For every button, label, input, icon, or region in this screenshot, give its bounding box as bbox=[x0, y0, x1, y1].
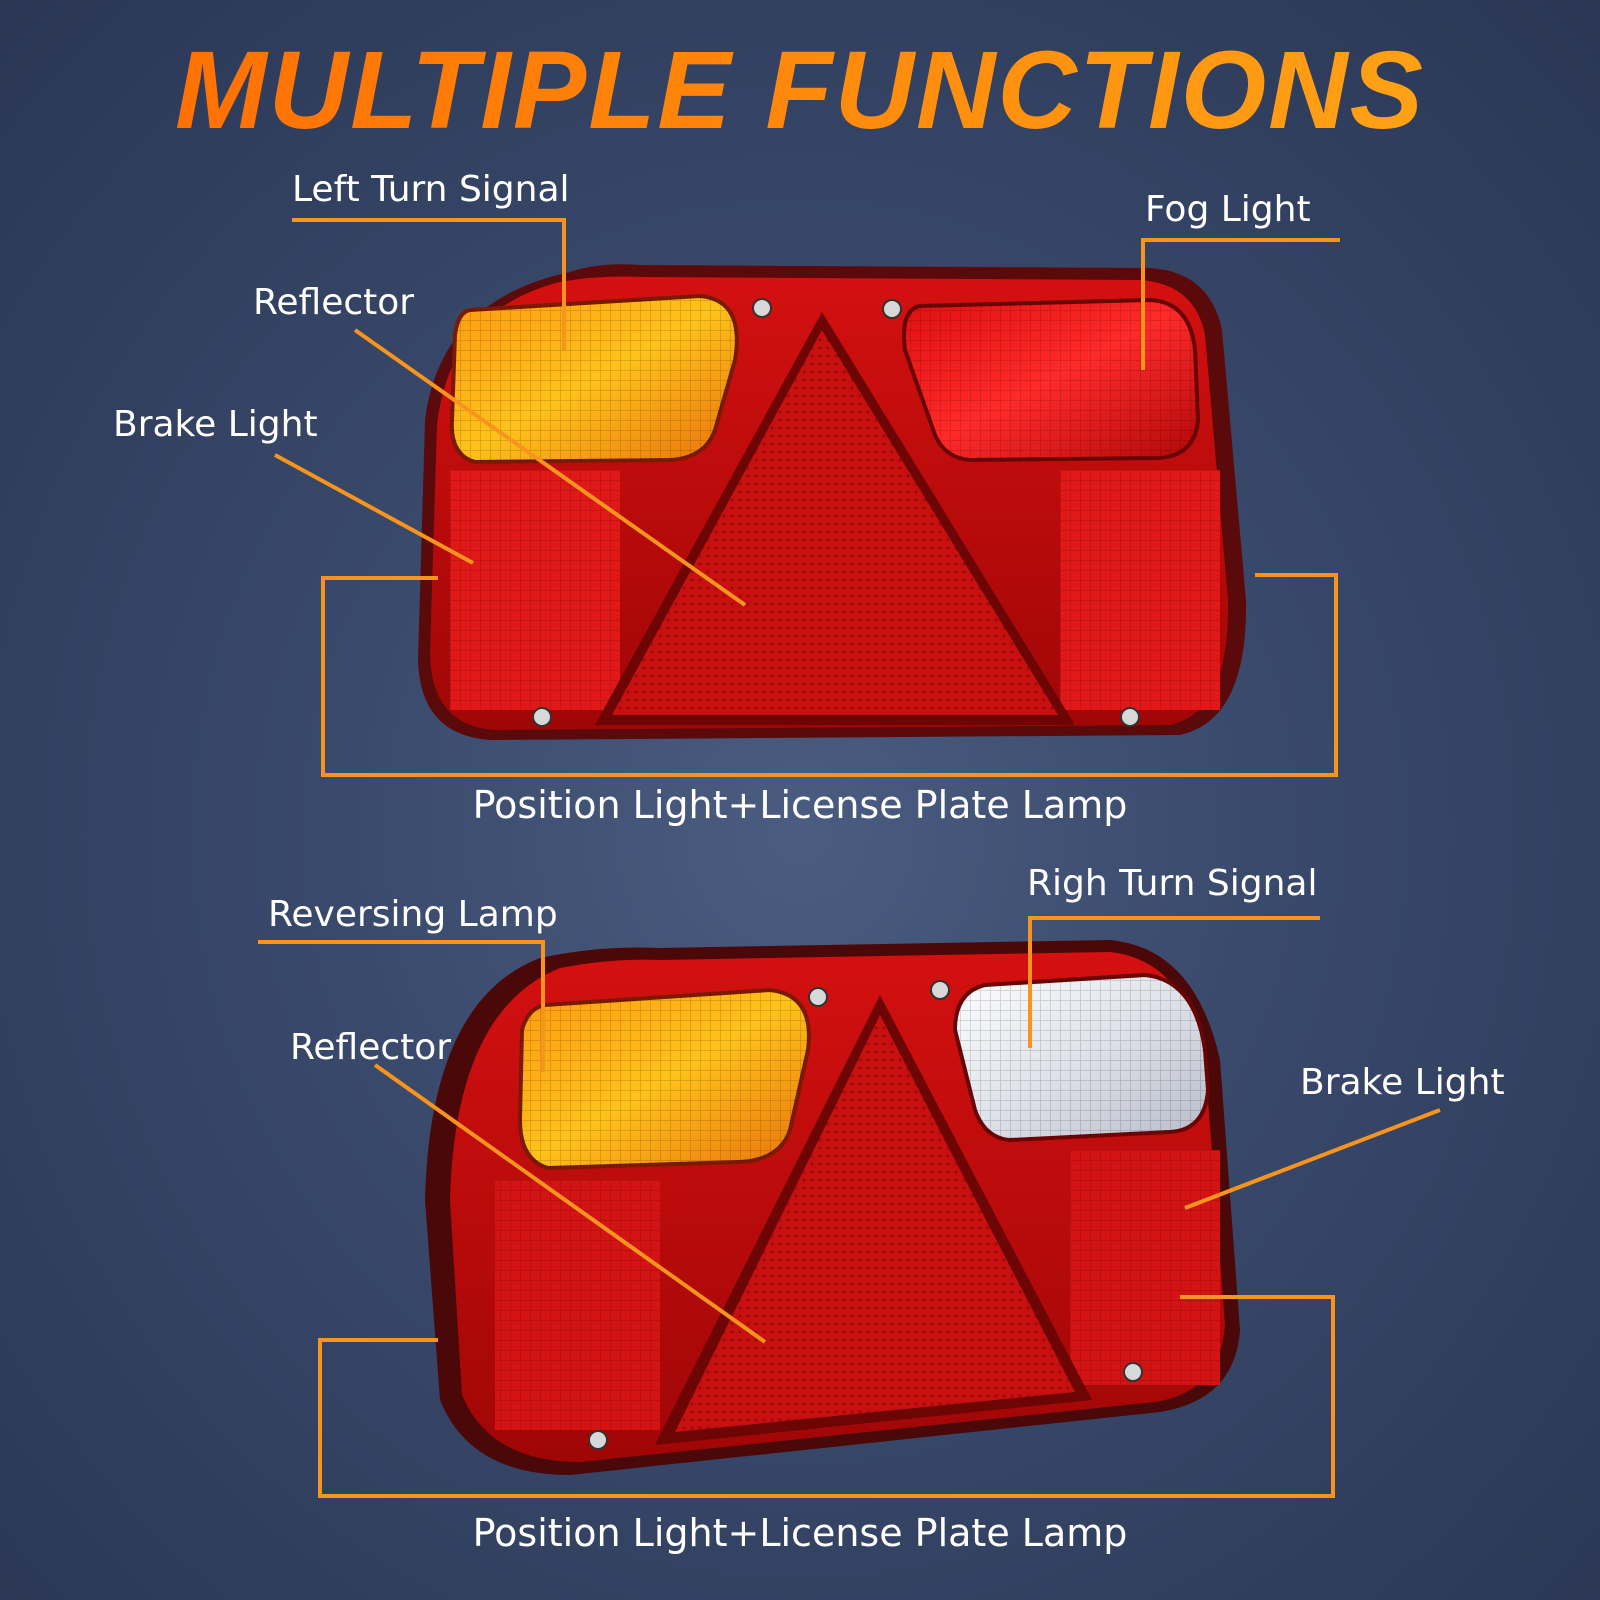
top-tail-lamp bbox=[418, 264, 1247, 740]
label-fog-light: Fog Light bbox=[1145, 189, 1311, 230]
callout-reversing-lamp bbox=[258, 940, 545, 1072]
label-reversing-lamp: Reversing Lamp bbox=[268, 894, 558, 935]
callout-left-turn-signal bbox=[292, 218, 566, 350]
caption-top-position-light: Position Light+License Plate Lamp bbox=[472, 783, 1128, 827]
label-right-turn-signal: Righ Turn Signal bbox=[1027, 863, 1318, 904]
label-top-brake-light: Brake Light bbox=[113, 404, 318, 445]
callout-bottom-reflector bbox=[373, 1063, 767, 1344]
callout-right-turn-signal bbox=[1028, 916, 1320, 1048]
bottom-tail-lamp bbox=[425, 940, 1240, 1475]
callout-top-reflector bbox=[353, 328, 747, 607]
callout-lines bbox=[258, 218, 1441, 1498]
label-left-turn-signal: Left Turn Signal bbox=[292, 169, 570, 210]
label-top-reflector: Reflector bbox=[253, 282, 415, 323]
callout-top-brake-light bbox=[274, 453, 474, 565]
callout-fog-light bbox=[1141, 238, 1340, 370]
callout-top-position-light bbox=[321, 573, 1338, 777]
caption-bottom-position-light: Position Light+License Plate Lamp bbox=[472, 1511, 1128, 1555]
page-title: MULTIPLE FUNCTIONS bbox=[0, 30, 1600, 151]
label-bottom-reflector: Reflector bbox=[290, 1027, 452, 1068]
callout-bottom-position-light bbox=[318, 1295, 1335, 1498]
callout-bottom-brake-light bbox=[1184, 1108, 1441, 1210]
label-bottom-brake-light: Brake Light bbox=[1300, 1062, 1505, 1103]
